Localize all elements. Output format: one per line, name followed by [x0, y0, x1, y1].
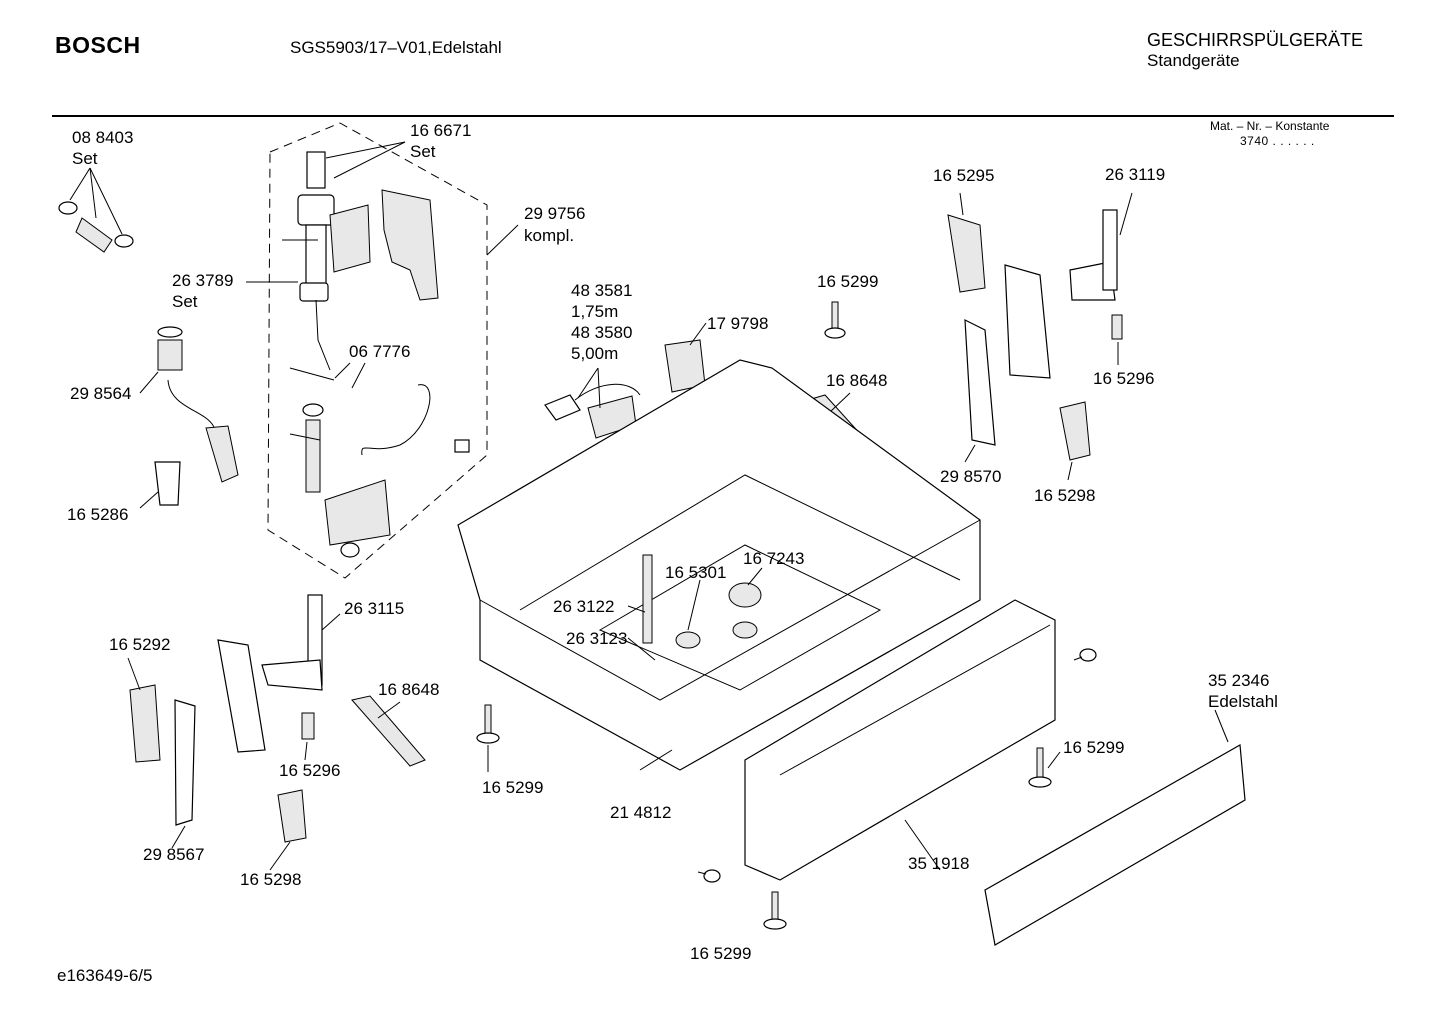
part-label: Set [172, 292, 198, 311]
mat-nr-label: Mat. – Nr. – Konstante [1210, 119, 1330, 133]
part-label: 16 8648 [826, 371, 888, 390]
part-label: 16 5298 [240, 870, 302, 889]
part-label: 35 1918 [908, 854, 970, 873]
part-label: 21 4812 [610, 803, 672, 822]
part-label: 35 2346 [1208, 671, 1270, 690]
part-label: 17 9798 [707, 314, 769, 333]
model-number: SGS5903/17–V01,Edelstahl [290, 38, 502, 57]
category-title: GESCHIRRSPÜLGERÄTE [1147, 30, 1364, 50]
hinge-spring-left [351, 695, 426, 767]
screw-right [1028, 747, 1061, 788]
clip-part [139, 461, 181, 509]
part-label: 16 5299 [817, 272, 879, 291]
screw-mid [476, 704, 500, 772]
part-label: 16 5286 [67, 505, 129, 524]
part-label: Edelstahl [1208, 692, 1278, 711]
part-label: 08 8403 [72, 128, 134, 147]
part-label: 48 3580 [571, 323, 633, 342]
part-label: 26 3119 [1105, 165, 1166, 184]
diagram-code: e163649-6/5 [57, 966, 153, 985]
part-label: Set [72, 149, 98, 168]
connector-block [664, 322, 707, 393]
part-label: 16 5292 [109, 635, 171, 654]
part-label: 16 5295 [933, 166, 995, 185]
part-label: 16 5296 [279, 761, 341, 780]
part-label: 26 3115 [344, 599, 405, 618]
mat-nr-value: 3740 . . . . . . [1240, 134, 1315, 148]
base-tub [457, 359, 981, 771]
bracket-right [947, 192, 1133, 481]
part-label: 29 9756 [524, 204, 586, 223]
screw-bottom [763, 891, 787, 930]
hose-clamp-set [58, 167, 134, 253]
brand-logo: BOSCH [55, 32, 141, 58]
screw-top [824, 301, 846, 339]
part-label: 26 3789 [172, 271, 234, 290]
part-label: 1,75m [571, 302, 619, 321]
kick-plate [744, 599, 1056, 881]
part-label: kompl. [524, 226, 575, 245]
stainless-panel [984, 709, 1246, 946]
part-label: 16 8648 [378, 680, 440, 699]
part-label: 29 8567 [143, 845, 205, 864]
screw-small-b [697, 869, 721, 883]
part-label: 48 3581 [571, 281, 633, 300]
header-divider [52, 115, 1394, 117]
screw-small-a [1073, 648, 1097, 662]
part-label: 16 6671 [410, 121, 472, 140]
inlet-valve-assembly [246, 141, 519, 558]
part-label: 29 8570 [940, 467, 1002, 486]
part-label: 16 7243 [743, 549, 805, 568]
part-label: 16 5301 [665, 563, 727, 582]
part-label: Set [410, 142, 436, 161]
part-label: 16 5299 [482, 778, 544, 797]
bracket-left [127, 594, 341, 871]
part-label: 06 7776 [349, 342, 411, 361]
drain-spring-hose [139, 326, 239, 483]
part-label: 26 3122 [553, 597, 615, 616]
part-label: 16 5298 [1034, 486, 1096, 505]
part-label: 16 5299 [690, 944, 752, 963]
part-label: 26 3123 [566, 629, 628, 648]
part-label: 29 8564 [70, 384, 132, 403]
part-label: 16 5299 [1063, 738, 1125, 757]
part-label: 5,00m [571, 344, 619, 363]
assembly-dashed-outline [267, 122, 488, 579]
part-label: 16 5296 [1093, 369, 1155, 388]
subcategory-title: Standgeräte [1147, 51, 1240, 70]
